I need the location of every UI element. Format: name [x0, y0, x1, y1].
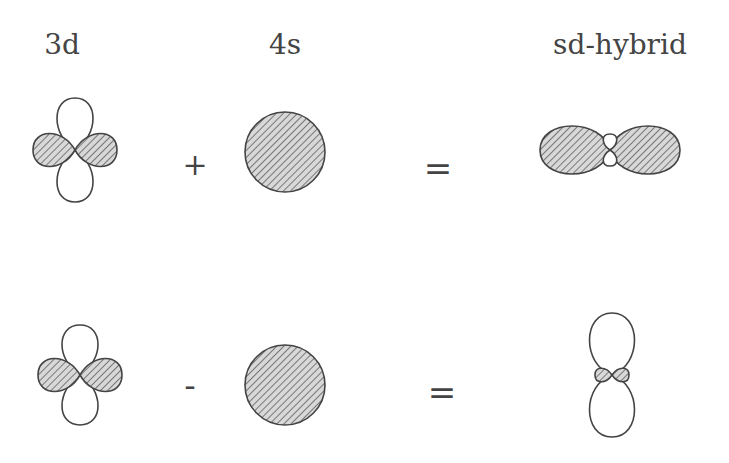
- sd-hybrid-orbital: [590, 313, 635, 437]
- operator-sign: =: [424, 151, 453, 185]
- operator-sign: -: [184, 368, 196, 402]
- sd-hybrid-orbital: [540, 126, 680, 174]
- column-heading: 4s: [269, 31, 301, 59]
- operator-sign: +: [182, 150, 207, 180]
- d-orbital: [38, 325, 122, 425]
- d-orbital: [33, 98, 117, 202]
- column-heading: 3d: [44, 31, 80, 59]
- operator-sign: =: [428, 375, 457, 409]
- s-orbital: [245, 112, 325, 192]
- column-heading: sd-hybrid: [553, 31, 687, 59]
- s-orbital: [245, 345, 325, 425]
